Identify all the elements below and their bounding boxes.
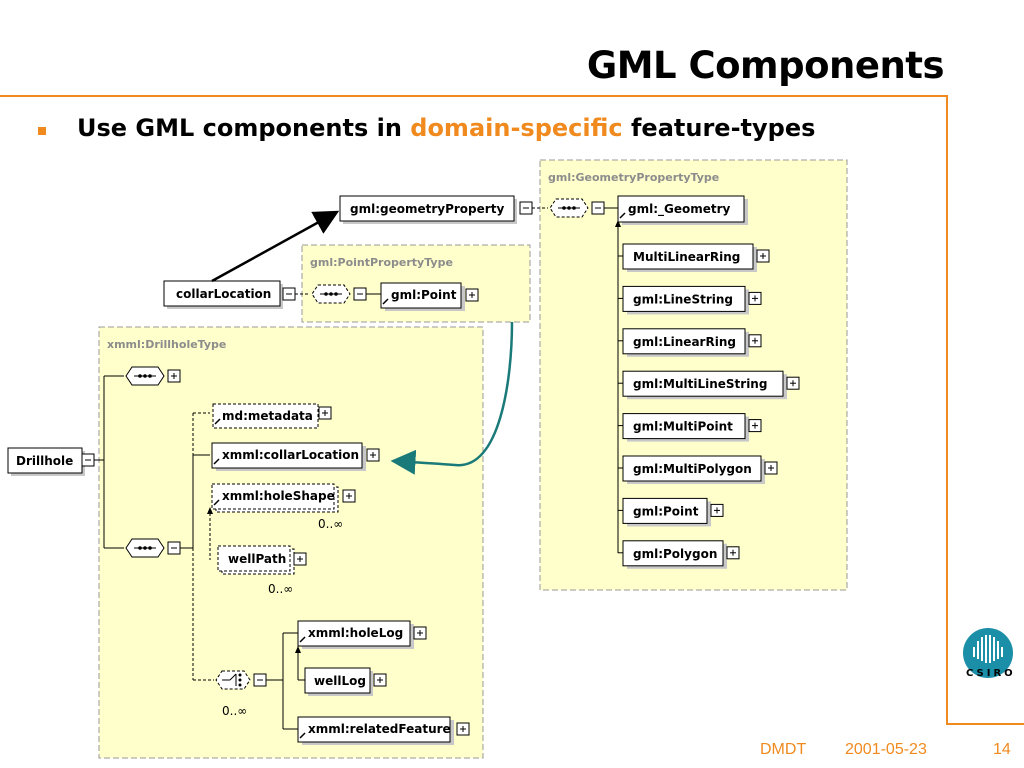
geometry-type-item[interactable]: gml:MultiLineString: [618, 370, 800, 400]
group-label-geometry: gml:GeometryPropertyType: [548, 171, 719, 184]
node-well-log-label: wellLog: [314, 674, 366, 688]
group-label-drillhole: xmml:DrillholeType: [107, 338, 226, 351]
geometry-type-item[interactable]: MultiLinearRing: [618, 243, 770, 272]
bullet-suffix: feature-types: [622, 114, 816, 142]
geometry-type-box: [622, 328, 746, 355]
geometry-type-box: [622, 243, 754, 270]
geometry-type-item[interactable]: gml:Polygon: [618, 540, 740, 569]
footer-divider: [948, 723, 1024, 725]
bullet-square-icon: [38, 127, 46, 135]
footer-page-number: 14: [993, 741, 1011, 758]
csiro-logo-icon: [963, 628, 1013, 678]
arrow-point-type-to-collar: [390, 321, 514, 475]
node-gml-point-ref[interactable]: gml:Point: [380, 282, 479, 311]
group-drillhole-type: [98, 326, 484, 759]
bullet-highlight: domain-specific: [410, 114, 623, 142]
geometry-type-label: gml:MultiPolygon: [633, 462, 752, 476]
node-xmml-collar-location[interactable]: xmml:collarLocation: [211, 442, 380, 471]
node-geometry-property[interactable]: gml:geometryProperty: [339, 195, 533, 224]
choice-compositor: 0..∞: [215, 670, 267, 718]
node-geometry-property-label: gml:geometryProperty: [350, 202, 504, 216]
node-xmml-collar-location-label: xmml:collarLocation: [222, 448, 359, 462]
cardinality-well-path: 0..∞: [268, 582, 293, 596]
geometry-type-box: [622, 370, 784, 397]
geometry-type-label: gml:MultiPoint: [633, 420, 733, 434]
cardinality-choice: 0..∞: [222, 704, 247, 718]
geometry-type-label: gml:Polygon: [633, 547, 717, 561]
geometry-type-box: [622, 413, 746, 440]
geometry-types-list: MultiLinearRing gml:LineString gml:LinearR…: [618, 243, 800, 569]
node-xmml-related-feature-label: xmml:relatedFeature: [308, 722, 451, 736]
arrow-collar-to-geometry: [211, 210, 340, 283]
geometry-type-item[interactable]: gml:LineString: [618, 285, 762, 315]
node-xmml-hole-log-label: xmml:holeLog: [308, 626, 403, 640]
geometry-type-item[interactable]: gml:Point: [618, 497, 724, 527]
sequence-compositor-lower: [125, 538, 181, 558]
node-well-path[interactable]: wellPath 0..∞: [217, 545, 307, 596]
node-collar-location[interactable]: collarLocation: [163, 280, 296, 309]
geometry-type-label: MultiLinearRing: [633, 250, 740, 264]
slide-title: GML Components: [586, 44, 945, 87]
title-divider: [0, 95, 948, 97]
logo-text: CSIRO: [966, 668, 1016, 679]
node-drillhole[interactable]: Drillhole: [7, 447, 95, 476]
node-gml-point-ref-label: gml:Point: [391, 288, 457, 302]
sequence-compositor-upper: [125, 366, 181, 386]
right-divider: [946, 95, 948, 725]
node-drillhole-label: Drillhole: [16, 454, 73, 468]
geometry-type-item[interactable]: gml:MultiPoint: [618, 413, 762, 442]
node-xmml-hole-shape[interactable]: xmml:holeShape 0..∞: [211, 483, 356, 531]
geometry-type-item[interactable]: gml:LinearRing: [618, 328, 762, 357]
footer-left: DMDT: [760, 741, 807, 758]
geometry-type-label: gml:LineString: [633, 292, 733, 306]
node-geometry-label: gml:_Geometry: [628, 202, 731, 217]
geometry-type-label: gml:LinearRing: [633, 335, 736, 349]
bullet-prefix: Use GML components in: [77, 114, 411, 142]
group-label-point: gml:PointPropertyType: [310, 256, 453, 269]
cardinality-hole-shape: 0..∞: [318, 517, 343, 531]
geometry-type-box: [622, 455, 762, 482]
node-geometry[interactable]: gml:_Geometry: [617, 195, 748, 225]
node-well-path-label: wellPath: [228, 552, 286, 566]
geometry-type-label: gml:Point: [633, 504, 699, 518]
geometry-type-box: [622, 540, 724, 567]
node-well-log[interactable]: wellLog: [304, 667, 387, 696]
node-xmml-hole-shape-label: xmml:holeShape: [222, 489, 335, 503]
geometry-type-item[interactable]: gml:MultiPolygon: [618, 455, 778, 484]
node-xmml-related-feature[interactable]: xmml:relatedFeature: [297, 716, 470, 745]
sequence-compositor-geometry: [549, 198, 605, 218]
node-xmml-hole-log[interactable]: xmml:holeLog: [297, 620, 427, 649]
geometry-type-box: [622, 285, 746, 312]
node-collar-location-label: collarLocation: [176, 287, 271, 301]
node-md-metadata[interactable]: md:metadata: [212, 403, 332, 429]
geometry-type-label: gml:MultiLineString: [633, 377, 767, 391]
sequence-compositor-point: [311, 284, 367, 304]
footer-date: 2001-05-23: [845, 741, 927, 758]
geometry-type-box: [622, 497, 708, 524]
bullet-text: Use GML components in domain-specific fe…: [77, 114, 815, 142]
node-md-metadata-label: md:metadata: [222, 409, 313, 423]
